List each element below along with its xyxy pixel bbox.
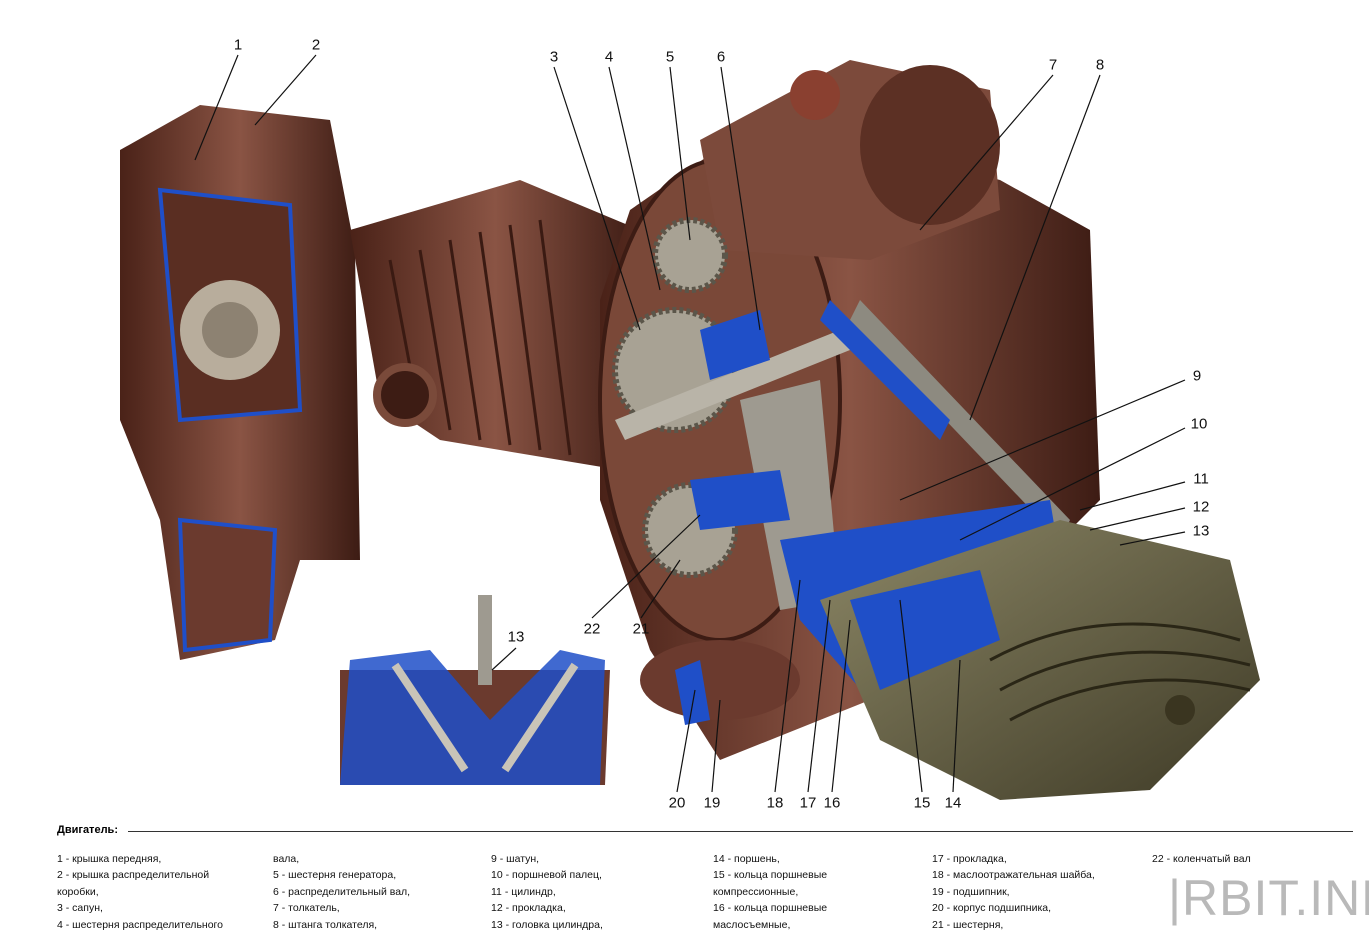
watermark: |RBIT.INFO — [1168, 870, 1369, 926]
legend-item: маслосъемные, — [713, 918, 791, 931]
engine-cutaway-illustration — [120, 54, 1260, 800]
legend-column-2: вала, 5 - шестерня генератора, 6 - распр… — [273, 851, 410, 933]
legend-item: 16 - кольца поршневые — [713, 902, 828, 915]
callout-17: 17 — [799, 794, 817, 812]
legend-column-5: 17 - прокладка, 18 - маслоотражательная … — [932, 851, 1095, 933]
legend-divider — [128, 831, 1353, 832]
legend-column-3: 9 - шатун, 10 - поршневой палец, 11 - ци… — [491, 851, 603, 933]
callout-15: 15 — [913, 794, 931, 812]
legend-item: коробки, — [57, 885, 99, 898]
callout-19: 19 — [703, 794, 721, 812]
callout-12: 12 — [1192, 498, 1210, 516]
callout-6: 6 — [716, 48, 726, 66]
callout-5: 5 — [665, 48, 675, 66]
legend-item: 1 - крышка передняя, — [57, 853, 162, 865]
legend-item: 21 - шестерня, — [932, 918, 1004, 931]
bearing-housing — [640, 640, 800, 725]
legend-item: 20 - корпус подшипника, — [932, 902, 1052, 915]
callout-13-inset: 13 — [507, 628, 525, 646]
legend-item: 11 - цилиндр, — [491, 885, 556, 898]
callout-22: 22 — [583, 620, 601, 638]
callout-7: 7 — [1048, 56, 1058, 74]
legend-column-6: 22 - коленчатый вал — [1152, 851, 1251, 867]
legend-item: 8 - штанга толкателя, — [273, 918, 378, 931]
legend-title: Двигатель: — [57, 824, 118, 836]
cylinder-head-section-inset — [340, 595, 610, 785]
callout-4: 4 — [604, 48, 614, 66]
generator — [700, 60, 1000, 260]
legend-item: компрессионные, — [713, 885, 799, 898]
legend-item: вала, — [273, 853, 300, 865]
callout-2: 2 — [311, 36, 321, 54]
callout-18: 18 — [766, 794, 784, 812]
legend-item: 10 - поршневой палец, — [491, 869, 602, 882]
legend-item: 5 - шестерня генератора, — [273, 869, 397, 882]
callout-9: 9 — [1192, 367, 1202, 385]
callout-20: 20 — [668, 794, 686, 812]
callout-11: 11 — [1193, 470, 1209, 488]
callout-10: 10 — [1190, 415, 1208, 433]
callout-14: 14 — [944, 794, 962, 812]
legend-item: 14 - поршень, — [713, 853, 780, 865]
leader-lines — [194, 54, 1186, 793]
legend-item: 6 - распределительный вал, — [273, 885, 411, 898]
callout-21: 21 — [632, 620, 650, 638]
legend-column-1: 1 - крышка передняя, 2 - крышка распреде… — [57, 851, 223, 933]
legend-item: 4 - шестерня распределительного — [57, 918, 223, 931]
callout-13: 13 — [1192, 522, 1210, 540]
legend-item: 22 - коленчатый вал — [1152, 853, 1251, 865]
legend-item: 7 - толкатель, — [273, 902, 340, 915]
callout-3: 3 — [549, 48, 559, 66]
right-cylinder-head — [820, 520, 1260, 800]
legend-item: 13 - головка цилиндра, — [491, 918, 603, 931]
legend-item: 9 - шатун, — [491, 853, 540, 865]
legend-item: 12 - прокладка, — [491, 902, 566, 915]
legend-item: 2 - крышка распределительной — [57, 869, 210, 882]
legend-item: 3 - сапун, — [57, 902, 103, 915]
legend-item: 18 - маслоотражательная шайба, — [932, 869, 1095, 882]
legend-item: 15 - кольца поршневые — [713, 869, 828, 882]
left-cylinder — [350, 180, 640, 470]
callout-16: 16 — [823, 794, 841, 812]
callout-1: 1 — [233, 36, 243, 54]
legend-column-4: 14 - поршень, 15 - кольца поршневые комп… — [713, 851, 827, 933]
legend-item: 19 - подшипник, — [932, 885, 1010, 898]
legend-item: 17 - прокладка, — [932, 853, 1007, 865]
callout-8: 8 — [1095, 56, 1105, 74]
front-cover — [120, 105, 360, 660]
